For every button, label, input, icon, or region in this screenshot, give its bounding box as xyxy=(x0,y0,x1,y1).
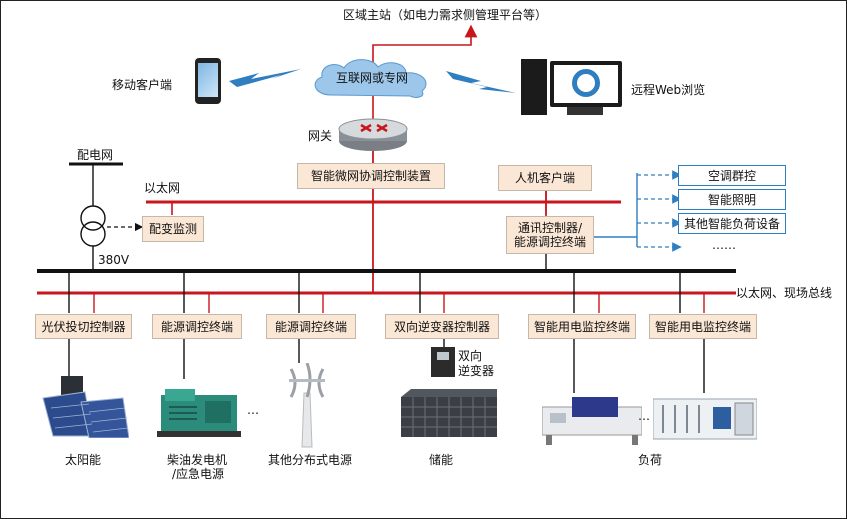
remote-web-label: 远程Web浏览 xyxy=(631,83,706,97)
bidirectional-inverter-controller-box: 双向逆变器控制器 xyxy=(385,314,499,339)
router-icon xyxy=(337,113,409,153)
solar-panel-icon xyxy=(41,376,130,439)
smart-meter-terminal-box-2: 智能用电监控终端 xyxy=(649,314,757,339)
pc-tower-icon xyxy=(521,59,547,115)
load-ellipsis: … xyxy=(638,409,650,423)
mobile-client-label: 移动客户端 xyxy=(112,78,173,92)
load-caption: 负荷 xyxy=(638,453,663,467)
wireless-link-right xyxy=(446,71,516,93)
smt-machine-icon xyxy=(541,393,643,445)
comm-controller-line1: 通讯控制器/ xyxy=(517,221,583,235)
battery-storage-icon xyxy=(401,389,497,441)
other-load-box: 其他智能负荷设备 xyxy=(678,213,786,234)
distribution-network-label: 配电网 xyxy=(77,148,114,162)
gateway-label: 网关 xyxy=(308,129,333,143)
internet-cloud: 互联网或专网 xyxy=(306,55,441,100)
browser-e-icon xyxy=(572,69,600,97)
column-drops xyxy=(68,271,705,393)
ethernet-label: 以太网 xyxy=(144,181,181,195)
comm-controller-line2: 能源调控终端 xyxy=(513,235,586,249)
wind-turbine-icon xyxy=(283,362,331,448)
inverter-label-line1: 双向 xyxy=(458,349,483,363)
monitor-icon xyxy=(550,61,622,107)
cloud-label: 互联网或专网 xyxy=(336,71,409,85)
smart-lighting-box: 智能照明 xyxy=(678,189,786,210)
inverter-icon xyxy=(431,347,455,377)
diesel-caption-line2: /应急电源 xyxy=(172,467,225,481)
smart-meter-terminal-box-1: 智能用电监控终端 xyxy=(528,314,636,339)
more-loads-ellipsis: …… xyxy=(712,238,736,252)
inverter-label-line2: 逆变器 xyxy=(458,364,495,378)
regional-station-label: 区域主站（如电力需求侧管理平台等） xyxy=(343,8,548,22)
generator-ellipsis: … xyxy=(247,403,259,417)
transformer-coil-bottom xyxy=(80,221,106,247)
mobile-device-icon xyxy=(195,58,221,104)
transformer-monitor-box: 配变监测 xyxy=(142,216,204,242)
diesel-caption-line1: 柴油发电机 xyxy=(167,453,228,467)
energy-terminal-box-1: 能源调控终端 xyxy=(152,314,242,339)
solar-caption: 太阳能 xyxy=(65,453,102,467)
voltage-label: 380V xyxy=(98,253,130,267)
fieldbus-label: 以太网、现场总线 xyxy=(736,286,833,300)
storage-caption: 储能 xyxy=(429,453,454,467)
transformer-coil-top xyxy=(80,205,106,231)
diesel-generator-icon xyxy=(155,379,243,439)
pv-switch-controller-box: 光伏投切控制器 xyxy=(35,314,132,339)
microgrid-controller-box: 智能微网协调控制装置 xyxy=(297,163,445,189)
distributed-power-caption: 其他分布式电源 xyxy=(268,453,353,467)
ac-group-control-box: 空调群控 xyxy=(678,165,786,186)
energy-terminal-box-2: 能源调控终端 xyxy=(266,314,356,339)
production-line-icon xyxy=(652,393,758,445)
hmi-client-box: 人机客户端 xyxy=(498,165,592,191)
cloud-icon xyxy=(314,59,427,98)
wireless-link-left xyxy=(229,69,301,87)
comm-controller-box: 通讯控制器/ 能源调控终端 xyxy=(506,216,594,254)
